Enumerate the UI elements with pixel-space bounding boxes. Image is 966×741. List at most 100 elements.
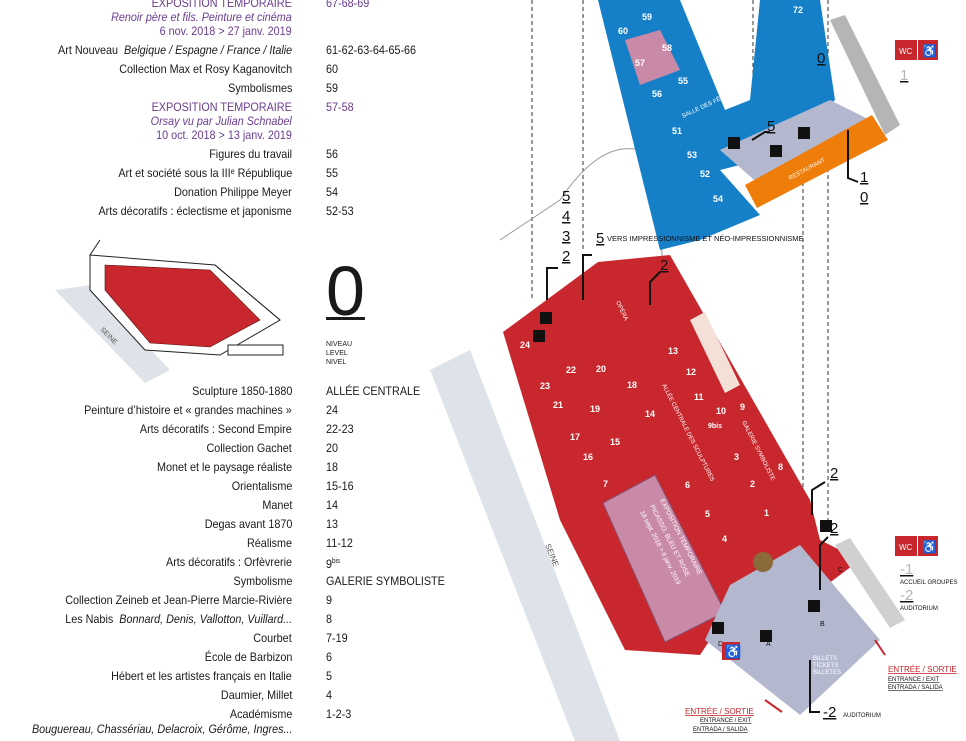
legend-item: Donation Philippe Meyer	[174, 185, 292, 199]
room-number: 55	[326, 166, 339, 180]
svg-text:8: 8	[778, 462, 783, 472]
clock-icon	[753, 552, 773, 572]
link-level-2[interactable]: 2	[830, 520, 838, 537]
svg-text:16: 16	[583, 452, 593, 462]
link-level-0[interactable]: 0	[817, 50, 825, 67]
svg-text:C: C	[838, 567, 843, 574]
legend-label: Collection Gachet	[206, 441, 292, 455]
wheelchair-icon: ♿	[725, 644, 741, 659]
seine-river	[430, 350, 620, 741]
accueil-groupes-label: ACCUEIL GROUPES	[900, 580, 957, 586]
room-number: 5	[326, 669, 333, 683]
level-links: 5 4 3 2 5 2 5 0 1 0 1 2 2 -1 -2 -2	[562, 50, 913, 721]
wc-accessible-icon[interactable]: WC♿	[895, 40, 938, 60]
svg-text:BILLETS: BILLETS	[813, 656, 837, 662]
svg-text:57: 57	[635, 58, 645, 68]
room-number: 24	[326, 403, 339, 417]
room-number: 22-23	[326, 422, 354, 436]
link-level-4[interactable]: 4	[562, 208, 570, 225]
svg-text:BILLETES: BILLETES	[813, 670, 841, 676]
link-level-5[interactable]: 5	[596, 230, 604, 247]
svg-text:B: B	[820, 621, 825, 628]
room-number: 56	[326, 147, 339, 161]
link-level-5[interactable]: 5	[562, 188, 570, 205]
link-level-5[interactable]: 5	[767, 118, 775, 135]
room-number: ALLÉE CENTRALE	[326, 384, 421, 398]
legend-label: Les Nabis	[65, 612, 114, 626]
accessibility-icon	[722, 642, 740, 660]
seine-river	[55, 285, 170, 383]
svg-text:18: 18	[627, 380, 637, 390]
link-level-2[interactable]: 2	[830, 465, 838, 482]
legend-item: Collection Zeineb et Jean-Pierre Marcie-…	[0, 592, 420, 608]
svg-text:23: 23	[540, 381, 550, 391]
level-0-highlight	[104, 264, 261, 348]
legend-item: Figures du travail	[209, 147, 292, 161]
room-number: 4	[326, 688, 333, 702]
link-level-minus-2[interactable]: -2	[823, 704, 836, 721]
svg-text:20: 20	[596, 364, 606, 374]
legend-label: Degas avant 1870	[204, 517, 292, 531]
link-level-2[interactable]: 2	[562, 248, 570, 265]
svg-text:51: 51	[672, 126, 682, 136]
svg-text:♿: ♿	[922, 44, 937, 58]
svg-text:12: 12	[686, 367, 696, 377]
svg-text:ENTRÉE / SORTIE: ENTRÉE / SORTIE	[685, 707, 754, 716]
legend-item: Arts décoratifs : éclectisme et japonism…	[98, 204, 292, 218]
entrance-west[interactable]: ENTRÉE / SORTIE ENTRANCE / EXIT ENTRADA …	[685, 707, 754, 733]
room-number: 59	[326, 81, 339, 95]
legend-label: Peinture d’histoire et « grandes machine…	[84, 403, 292, 417]
legend-label: Collection Zeineb et Jean-Pierre Marcie-…	[65, 593, 292, 607]
link-level-2[interactable]: 2	[660, 257, 668, 274]
svg-text:7: 7	[603, 479, 608, 489]
svg-text:♿: ♿	[922, 540, 937, 554]
room-number: 67-68-69	[326, 0, 370, 10]
legend-label: Courbet	[253, 631, 292, 645]
level-label-en: LEVEL	[326, 350, 348, 357]
svg-text:WC: WC	[899, 543, 913, 552]
svg-text:9: 9	[740, 402, 745, 412]
svg-text:59: 59	[642, 12, 652, 22]
svg-text:56: 56	[652, 89, 662, 99]
legend-label: Orientalisme	[231, 479, 292, 493]
svg-text:11: 11	[694, 392, 704, 402]
link-level-1[interactable]: 1	[860, 169, 868, 186]
wc-accessible-icon[interactable]: WC ♿	[895, 536, 938, 556]
svg-text:19: 19	[590, 404, 600, 414]
entrance-east[interactable]: ENTRÉE / SORTIE ENTRANCE / EXIT ENTRADA …	[888, 665, 957, 691]
room-number: 14	[326, 498, 339, 512]
legend-label: Sculpture 1850-1880	[191, 384, 292, 398]
exhibition-title: EXPOSITION TEMPORAIRE	[151, 100, 292, 114]
svg-text:55: 55	[678, 76, 688, 86]
svg-text:21: 21	[553, 400, 563, 410]
room-number: 18	[326, 460, 339, 474]
link-level-0[interactable]: 0	[860, 189, 868, 206]
svg-text:6: 6	[685, 480, 690, 490]
svg-text:22: 22	[566, 365, 576, 375]
legend-label: École de Barbizon	[204, 650, 292, 664]
link-level-3[interactable]: 3	[562, 228, 570, 245]
svg-text:10: 10	[716, 406, 726, 416]
svg-text:3: 3	[734, 452, 739, 462]
link-level-minus-1[interactable]: -1	[900, 561, 913, 578]
legend-sub: Bonnard, Denis, Vallotton, Vuillard...	[119, 612, 292, 626]
exhibition-detail: Orsay vu par Julian Schnabel	[150, 114, 292, 128]
room-number: 60	[326, 62, 339, 76]
svg-text:13: 13	[668, 346, 678, 356]
room-number: 9	[326, 593, 333, 607]
link-level-1[interactable]: 1	[900, 67, 908, 84]
svg-text:TICKETS: TICKETS	[813, 663, 838, 669]
link-level-minus-2[interactable]: -2	[900, 587, 913, 604]
svg-text:A: A	[766, 641, 771, 648]
room-number: 7-19	[326, 631, 348, 645]
svg-text:ENTRANCE / EXIT: ENTRANCE / EXIT	[888, 677, 940, 683]
